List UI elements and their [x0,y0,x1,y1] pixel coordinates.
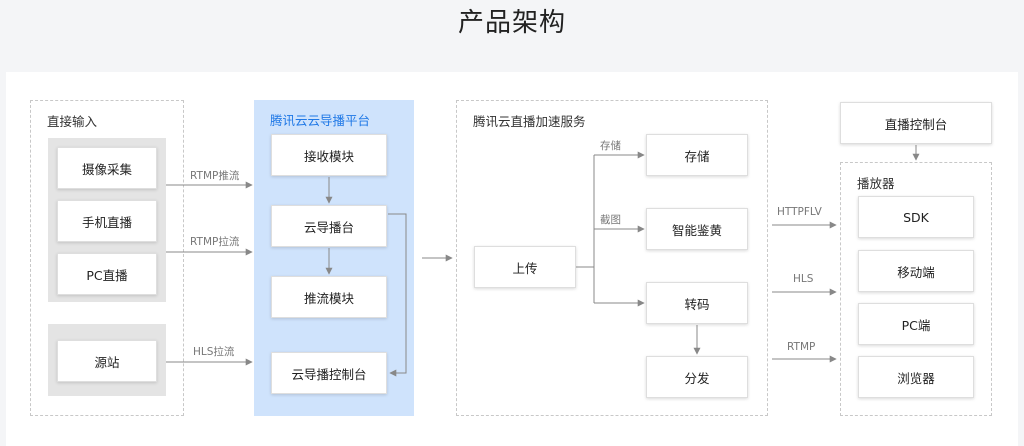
edge-label-hls-pull: HLS拉流 [193,346,235,358]
node-browser: 浏览器 [858,356,974,398]
connectors [166,145,920,377]
group-live-service: 腾讯云直播加速服务 [456,100,768,416]
group-direct-input-title: 直接输入 [47,114,98,129]
group-director-platform-title: 腾讯云云导播平台 [270,113,371,128]
node-push-module: 推流模块 [271,276,387,318]
edge-label-rtmp-push: RTMP推流 [190,170,240,182]
group-player: 播放器 [840,162,992,416]
node-director-console: 云导播控制台 [271,352,387,394]
node-live-console: 直播控制台 [840,102,992,144]
edge-label-rtmp-pull: RTMP拉流 [190,236,240,248]
node-upload: 上传 [474,246,576,288]
node-pc-end: PC端 [858,303,974,345]
node-porn-detect: 智能鉴黄 [646,208,748,250]
node-sdk: SDK [858,196,974,238]
edge-label-screenshot: 截图 [600,214,621,226]
edge-label-store: 存储 [600,140,621,152]
node-storage: 存储 [646,134,748,176]
group-direct-input: 直接输入 [30,100,184,416]
edge-label-hls: HLS [793,273,814,285]
node-camera: 摄像采集 [57,147,157,189]
edge-label-httpflv: HTTPFLV [777,206,822,218]
node-origin: 源站 [57,340,157,382]
architecture-diagram: 直接输入 摄像采集 手机直播 PC直播 源站 腾讯云云导播平台 接收模块 云导播… [6,72,1018,446]
edge-director-to-console [388,213,407,377]
node-mobile-end: 移动端 [858,250,974,292]
node-cloud-director: 云导播台 [271,205,387,247]
node-mobile-live: 手机直播 [57,200,157,242]
page-title: 产品架构 [457,8,566,38]
node-distribute: 分发 [646,356,748,398]
node-receive-module: 接收模块 [271,134,387,176]
node-transcode: 转码 [646,282,748,324]
group-live-service-title: 腾讯云直播加速服务 [473,114,586,129]
edge-label-rtmp: RTMP [787,341,816,353]
group-player-title: 播放器 [857,176,895,191]
node-pc-live: PC直播 [57,253,157,295]
